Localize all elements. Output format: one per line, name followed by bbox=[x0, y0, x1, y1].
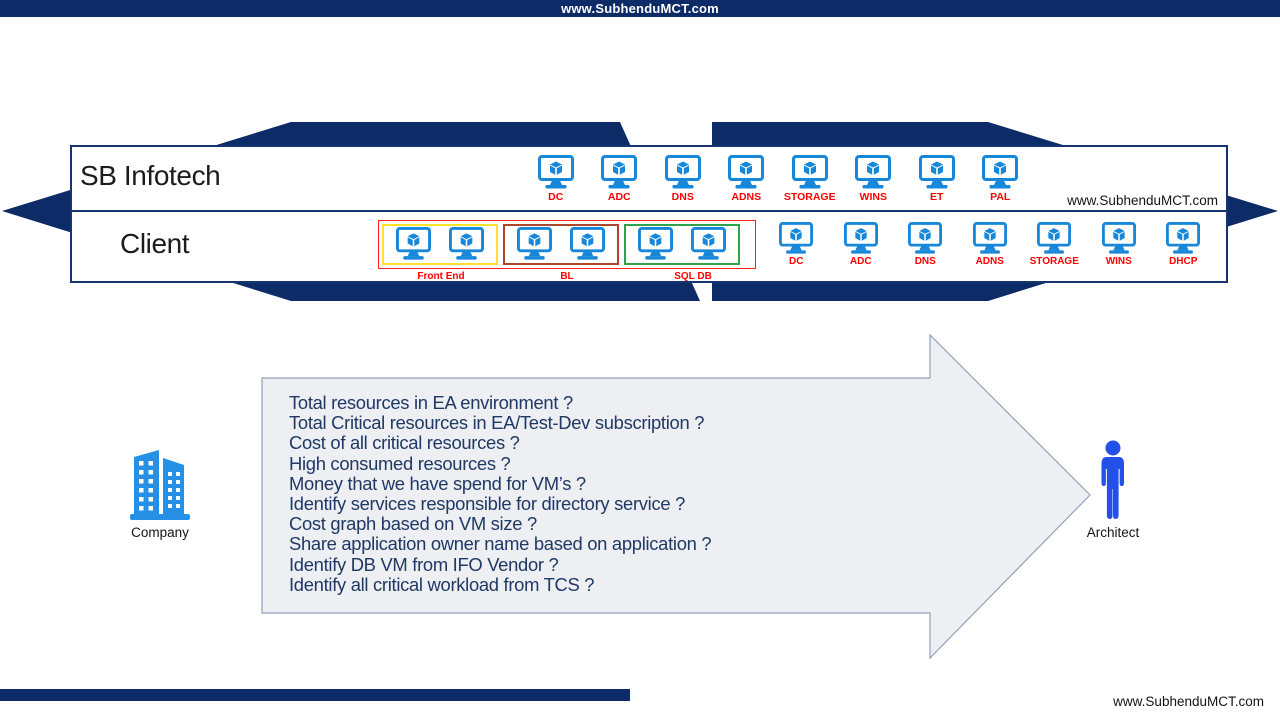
vm-monitor-icon bbox=[664, 155, 701, 189]
question-line: Total resources in EA environment ? bbox=[289, 392, 573, 413]
group-front-end-icons bbox=[396, 227, 484, 262]
vm-item: WINS bbox=[1087, 222, 1152, 267]
vm-item: STORAGE bbox=[1022, 222, 1087, 267]
vm-monitor-icon bbox=[537, 155, 574, 189]
vm-item: DNS bbox=[893, 222, 958, 267]
vm-monitor-icon bbox=[449, 227, 484, 260]
vm-monitor-icon bbox=[855, 155, 892, 189]
vm-item: ADNS bbox=[958, 222, 1023, 267]
vm-monitor-icon bbox=[691, 227, 726, 260]
vm-label: WINS bbox=[1105, 256, 1132, 267]
client-title: Client bbox=[120, 228, 190, 259]
vm-label: PAL bbox=[990, 191, 1011, 203]
vm-item: ET bbox=[905, 155, 969, 203]
vm-monitor-icon bbox=[982, 155, 1019, 189]
bottom-url: www.SubhenduMCT.com bbox=[1113, 694, 1264, 709]
vm-monitor-icon bbox=[728, 155, 765, 189]
person-icon bbox=[1101, 440, 1124, 519]
vm-monitor-icon bbox=[396, 227, 431, 260]
vm-monitor-icon bbox=[1166, 222, 1201, 254]
sb-infotech-box: SB Infotech DC bbox=[70, 145, 1228, 212]
question-line: Cost of all critical resources ? bbox=[289, 432, 520, 454]
vm-monitor-icon bbox=[638, 227, 673, 260]
vm-item: ADC bbox=[829, 222, 894, 267]
question-line: Identify services responsible for direct… bbox=[289, 493, 686, 515]
vm-label: ADNS bbox=[975, 256, 1004, 267]
group-bl bbox=[503, 224, 619, 265]
vm-label: ADC bbox=[607, 191, 631, 203]
vm-label: ADC bbox=[849, 256, 872, 267]
client-box: Client bbox=[70, 210, 1228, 283]
vm-item: STORAGE bbox=[778, 155, 842, 203]
company-label: Company bbox=[131, 525, 189, 540]
architect-figure: Architect bbox=[1070, 440, 1156, 540]
vm-monitor-icon bbox=[791, 155, 828, 189]
questions-list: Total resources in EA environment ?Total… bbox=[289, 392, 849, 595]
group-label-bl: BL bbox=[560, 271, 574, 282]
client-vm-row: DC ADC bbox=[764, 222, 1216, 267]
vm-label: STORAGE bbox=[1029, 256, 1079, 267]
vm-item: PAL bbox=[969, 155, 1033, 203]
vm-item: ADC bbox=[588, 155, 652, 203]
client-groups-outline bbox=[378, 220, 756, 269]
group-label-sql-db: SQL DB bbox=[674, 271, 712, 282]
group-sql-db bbox=[624, 224, 740, 265]
question-line: Share application owner name based on ap… bbox=[289, 533, 712, 555]
vm-monitor-icon bbox=[1101, 222, 1136, 254]
vm-monitor-icon bbox=[517, 227, 552, 260]
vm-item: DC bbox=[524, 155, 588, 203]
vm-monitor-icon bbox=[570, 227, 605, 260]
question-line: Identify all critical workload from TCS … bbox=[289, 573, 595, 595]
vm-label: DNS bbox=[914, 256, 936, 267]
vm-item: DC bbox=[764, 222, 829, 267]
sb-infotech-title: SB Infotech bbox=[80, 160, 221, 191]
vm-label: DHCP bbox=[1169, 256, 1198, 267]
vm-monitor-icon bbox=[918, 155, 955, 189]
group-front-end bbox=[382, 224, 498, 265]
vm-label: WINS bbox=[859, 191, 887, 203]
question-line: High consumed resources ? bbox=[289, 452, 511, 474]
vm-monitor-icon bbox=[972, 222, 1007, 254]
sb-vm-row: DC ADC bbox=[524, 155, 1032, 203]
question-line: Money that we have spend for VM’s ? bbox=[289, 472, 586, 494]
vm-label: ADNS bbox=[731, 191, 762, 203]
vm-label: STORAGE bbox=[783, 191, 836, 203]
question-line: Total Critical resources in EA/Test-Dev … bbox=[289, 412, 705, 434]
client-vm-groups: Front End BL SQL DB bbox=[378, 220, 756, 282]
vm-monitor-icon bbox=[779, 222, 814, 254]
question-line: Identify DB VM from IFO Vendor ? bbox=[289, 553, 559, 575]
company-figure: Company bbox=[118, 446, 202, 540]
vm-item: DNS bbox=[651, 155, 715, 203]
vm-monitor-icon bbox=[843, 222, 878, 254]
vm-label: DNS bbox=[671, 191, 694, 203]
bottom-bar bbox=[0, 689, 630, 701]
top-bar-url: www.SubhenduMCT.com bbox=[561, 1, 719, 16]
top-bar: www.SubhenduMCT.com bbox=[0, 0, 1280, 17]
architect-label: Architect bbox=[1086, 525, 1140, 540]
vm-label: ET bbox=[930, 191, 944, 203]
vm-label: DC bbox=[789, 256, 804, 267]
vm-item: ADNS bbox=[715, 155, 779, 203]
vm-monitor-icon bbox=[601, 155, 638, 189]
building-icon bbox=[130, 450, 190, 520]
vm-monitor-icon bbox=[1037, 222, 1072, 254]
vm-label: DC bbox=[548, 191, 564, 203]
vm-item: DHCP bbox=[1151, 222, 1216, 267]
group-labels-row: Front End BL SQL DB bbox=[378, 271, 756, 282]
vm-item: WINS bbox=[842, 155, 906, 203]
group-sql-db-icons bbox=[638, 227, 726, 262]
vm-monitor-icon bbox=[908, 222, 943, 254]
group-bl-icons bbox=[517, 227, 605, 262]
group-label-front-end: Front End bbox=[417, 271, 465, 282]
question-line: Cost graph based on VM size ? bbox=[289, 513, 537, 535]
sb-website-url: www.SubhenduMCT.com bbox=[1067, 193, 1218, 208]
